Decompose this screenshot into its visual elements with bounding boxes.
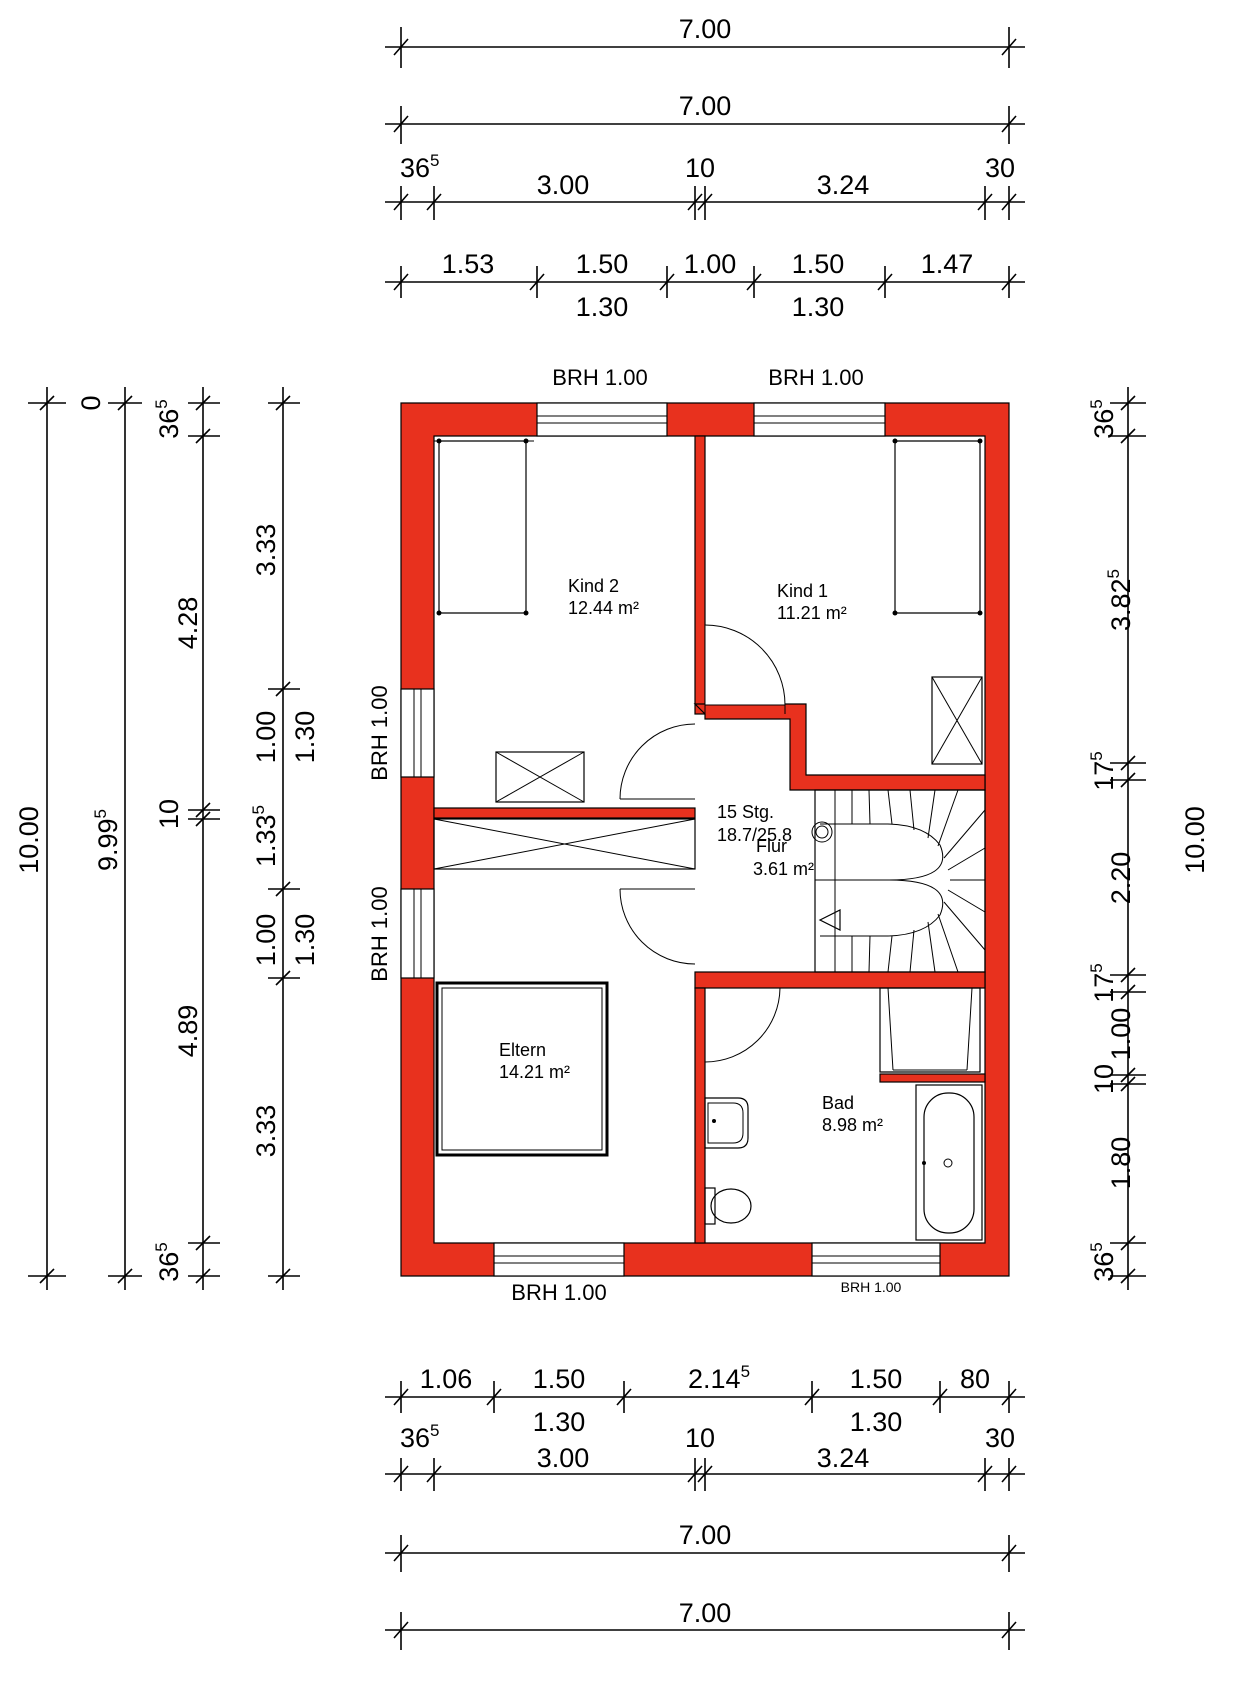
left-col3-room-upper: 4.28 <box>173 597 203 650</box>
bed-eltern <box>435 981 609 1157</box>
room-eltern-area: 14.21 m² <box>499 1062 570 1082</box>
room-flur-name: Flur <box>756 836 787 856</box>
right-col-kind1-depth: 3.825 <box>1104 569 1136 631</box>
top-dimensions: 7.00 7.00 365 3.00 10 3.24 30 1.53 1.50 … <box>385 14 1025 322</box>
left-col3-room-lower: 4.89 <box>173 1005 203 1058</box>
right-col-stair-wall-lower: 175 <box>1087 963 1119 1003</box>
left-col3-zero: 0 <box>76 395 106 410</box>
left-col4-lower-window-width: 1.00 <box>251 914 281 967</box>
bed-kind2 <box>434 438 534 616</box>
left-col3-top-wall: 365 <box>152 399 184 439</box>
toilet <box>704 1187 752 1225</box>
right-col-stair-depth: 2.20 <box>1106 852 1136 905</box>
room-eltern-name: Eltern <box>499 1040 546 1060</box>
left-col3-inner-wall: 10 <box>154 799 184 829</box>
staircase <box>811 789 986 973</box>
window-label-top-right: BRH 1.00 <box>768 365 863 390</box>
room-bad-name: Bad <box>822 1093 854 1113</box>
bottom-opening-3: 2.145 <box>688 1362 750 1394</box>
bottom-opening-height-1: 1.30 <box>533 1407 586 1437</box>
top-seg-exterior-wall-right: 30 <box>985 153 1015 183</box>
windows <box>400 402 941 1277</box>
top-opening-1: 1.53 <box>442 249 495 279</box>
room-kind1-name: Kind 1 <box>777 581 828 601</box>
left-col3-bottom-wall: 365 <box>152 1242 184 1282</box>
bathtub <box>915 1084 983 1241</box>
top-opening-height-1: 1.30 <box>576 292 629 322</box>
right-col-bad-lower: 1.80 <box>1106 1137 1136 1190</box>
top-opening-4: 1.50 <box>792 249 845 279</box>
top-seg-room-width-right: 3.24 <box>817 170 870 200</box>
right-dimensions: 365 3.825 175 2.20 175 1.00 10 1.80 365 … <box>1087 387 1210 1290</box>
bottom-seg-interior-wall: 10 <box>685 1423 715 1453</box>
stair-step-count: 15 Stg. <box>717 802 774 822</box>
washbasin <box>704 1097 749 1149</box>
right-col-top-wall: 365 <box>1087 399 1119 439</box>
shower-bad <box>879 987 981 1073</box>
left-col4-lower-sill: 3.33 <box>251 1105 281 1158</box>
wardrobe-kind1 <box>931 676 983 765</box>
top-opening-5: 1.47 <box>921 249 974 279</box>
furniture <box>433 438 983 1241</box>
left-col4-upper-window-width: 1.00 <box>251 711 281 764</box>
window-label-left-bottom: BRH 1.00 <box>367 886 392 981</box>
room-kind2-area: 12.44 m² <box>568 598 639 618</box>
bottom-opening-4: 1.50 <box>850 1364 903 1394</box>
bottom-overall-dimension-2: 7.00 <box>679 1598 732 1628</box>
top-opening-height-2: 1.30 <box>792 292 845 322</box>
top-seg-room-width-left: 3.00 <box>537 170 590 200</box>
wardrobe-kind2 <box>495 751 585 803</box>
right-col-bottom-wall: 365 <box>1087 1242 1119 1282</box>
top-opening-3: 1.00 <box>684 249 737 279</box>
bottom-opening-height-2: 1.30 <box>850 1407 903 1437</box>
bottom-dimensions: 1.06 1.50 2.145 1.50 80 1.30 1.30 365 3.… <box>385 1362 1025 1650</box>
room-kind2-name: Kind 2 <box>568 576 619 596</box>
top-seg-interior-wall: 10 <box>685 153 715 183</box>
right-col-stair-wall-upper: 175 <box>1087 751 1119 791</box>
top-opening-2: 1.50 <box>576 249 629 279</box>
top-overall-dimension-2: 7.00 <box>679 91 732 121</box>
bottom-opening-2: 1.50 <box>533 1364 586 1394</box>
window-label-left-top: BRH 1.00 <box>367 685 392 780</box>
left-dimensions: 10.00 9.995 0 365 4.28 10 4.89 365 3.33 … <box>14 387 320 1290</box>
left-col4-pier: 1.335 <box>249 805 281 867</box>
left-col4-lower-window-height: 1.30 <box>290 914 320 967</box>
bottom-seg-room-width-left: 3.00 <box>537 1443 590 1473</box>
top-seg-exterior-wall: 365 <box>400 151 440 183</box>
right-col-partition: 10 <box>1089 1064 1119 1094</box>
wardrobe-eltern <box>433 818 696 870</box>
bottom-seg-exterior-wall-right: 30 <box>985 1423 1015 1453</box>
room-kind1-area: 11.21 m² <box>777 603 847 623</box>
window-label-bottom-right: BRH 1.00 <box>841 1279 902 1295</box>
room-flur-area: 3.61 m² <box>753 859 814 879</box>
room-bad-area: 8.98 m² <box>822 1115 883 1135</box>
left-col4-upper-window-height: 1.30 <box>290 711 320 764</box>
bed-kind1 <box>892 438 983 616</box>
left-overall-dimension: 10.00 <box>14 806 44 874</box>
window-label-bottom-left: BRH 1.00 <box>511 1280 606 1305</box>
bottom-opening-1: 1.06 <box>420 1364 473 1394</box>
bottom-seg-room-width-right: 3.24 <box>817 1443 870 1473</box>
room-labels: Kind 2 12.44 m² Kind 1 11.21 m² 15 Stg. … <box>499 576 883 1135</box>
bottom-opening-5: 80 <box>960 1364 990 1394</box>
doors <box>619 624 786 1063</box>
bottom-seg-exterior-wall: 365 <box>400 1421 440 1453</box>
stair-rise-run: 18.7/25.8 <box>717 825 792 845</box>
left-inner-dimension: 9.995 <box>91 809 123 871</box>
top-overall-dimension: 7.00 <box>679 14 732 44</box>
right-col-bad-upper: 1.00 <box>1106 1008 1136 1061</box>
left-col4-upper-sill: 3.33 <box>251 524 281 577</box>
right-overall-dimension: 10.00 <box>1180 806 1210 874</box>
window-label-top-left: BRH 1.00 <box>552 365 647 390</box>
bottom-overall-dimension: 7.00 <box>679 1520 732 1550</box>
